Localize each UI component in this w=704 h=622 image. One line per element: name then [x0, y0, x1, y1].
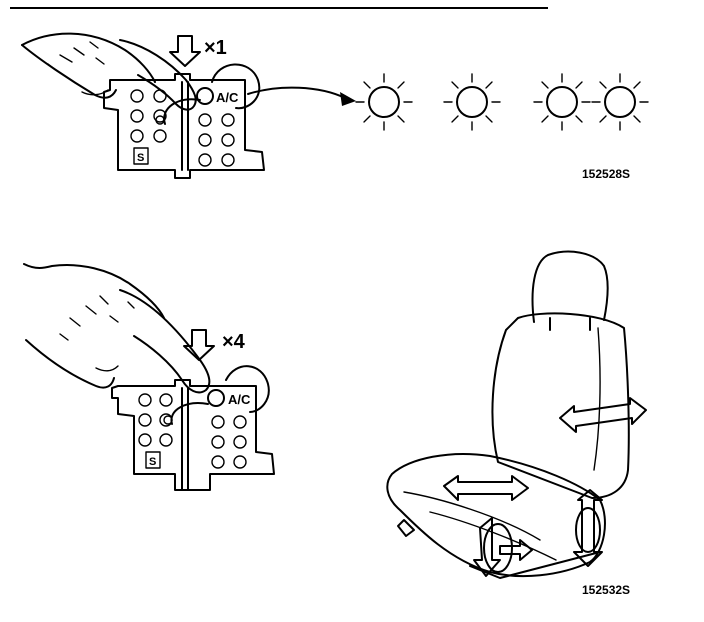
- front-height-arrow-icon: [473, 517, 501, 577]
- rear-height-arrow-icon: [573, 489, 603, 567]
- seat-illustration: [386, 250, 647, 579]
- switch-mark-box-1: [133, 147, 149, 165]
- button-grid-left-2: [138, 393, 173, 447]
- indication-arrow-1: [247, 86, 346, 99]
- button-grid-right-2: [211, 415, 247, 469]
- lamp-icon-3: [533, 73, 591, 131]
- press-arrow-1: [169, 35, 201, 67]
- switch-panel-2: A/C S: [111, 379, 275, 491]
- button-grid-left-1: [130, 89, 167, 143]
- rear-height-dial: [575, 507, 601, 553]
- switch-mark-2: S: [149, 456, 156, 468]
- pressed-button-2: [207, 389, 225, 407]
- switch-panel-1: A/C S: [103, 73, 265, 179]
- lamp-icon-2: [443, 73, 501, 131]
- switch-mark-box-2: [145, 451, 161, 469]
- lamp-icon-1: [355, 73, 413, 131]
- pressed-button-1: [196, 87, 214, 105]
- figure-code-2: 152532S: [582, 583, 630, 597]
- switch-text-1: A/C: [216, 90, 239, 105]
- lumbar-arrow-icon: [559, 397, 647, 433]
- panel-2: A/C S ×4: [23, 250, 647, 597]
- rotation-arrow-2: [225, 365, 270, 413]
- switch-text-2: A/C: [228, 392, 251, 407]
- hand-1: [21, 32, 197, 111]
- indicator-lamps: [355, 73, 649, 131]
- figure-code-1: 152528S: [582, 167, 630, 181]
- lamp-icon-4: [591, 73, 649, 131]
- press-count-1: ×1: [204, 37, 227, 59]
- rotation-arrow-1: [211, 63, 261, 110]
- fore-aft-arrow-icon: [443, 475, 529, 501]
- hand-2: [23, 263, 211, 394]
- press-count-2: ×4: [222, 331, 246, 353]
- press-arrow-2: [183, 329, 215, 361]
- switch-mark-1: S: [137, 152, 144, 164]
- panel-1: A/C S ×1: [21, 32, 649, 181]
- button-grid-right-1: [198, 113, 235, 167]
- front-height-dial: [483, 523, 513, 573]
